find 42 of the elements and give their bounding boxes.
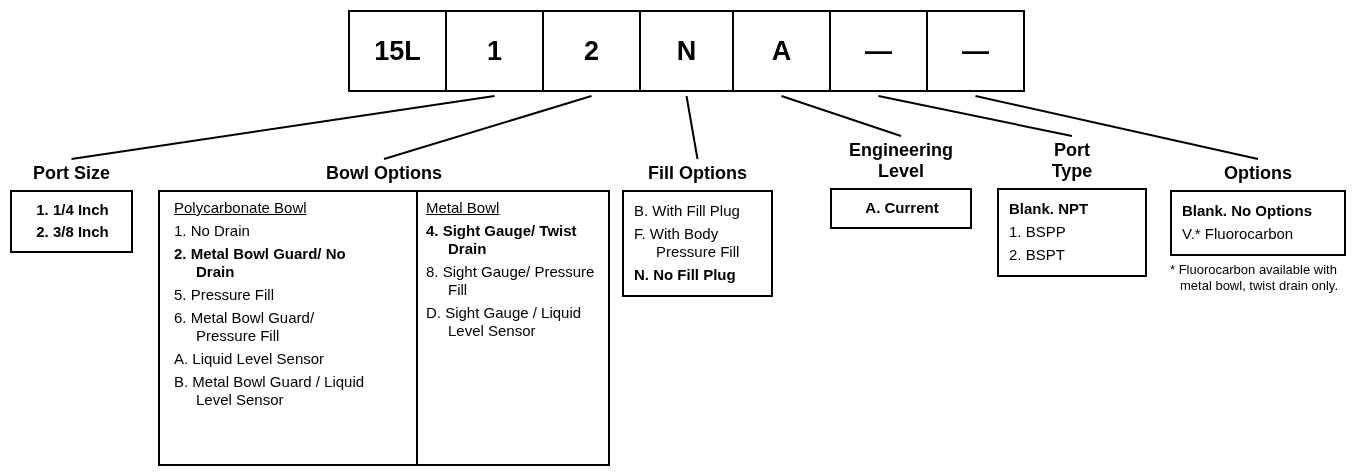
group-heading: Bowl Options: [326, 163, 442, 184]
option-item: 5. Pressure Fill: [174, 286, 275, 304]
leader-line: [383, 95, 593, 160]
option-item: 2. BSPT: [1009, 246, 1066, 264]
leader-line: [974, 95, 1259, 160]
leader-line: [685, 95, 699, 160]
option-item: D. Sight Gauge / Liquid Level Sensor: [426, 304, 583, 340]
option-item: 6. Metal Bowl Guard/ Pressure Fill: [174, 309, 316, 345]
option-item: 4. Sight Gauge/ Twist Drain: [426, 222, 578, 258]
leader-line: [877, 95, 1073, 137]
option-item: N. No Fill Plug: [634, 266, 736, 284]
code-cell: —: [926, 10, 1025, 92]
group-heading: Port Type: [1050, 140, 1094, 182]
group-heading: Engineering Level: [848, 140, 954, 182]
option-item: 8. Sight Gauge/ Pressure Fill: [426, 263, 596, 299]
option-item: A. Current: [865, 199, 939, 217]
option-item: 1. No Drain: [174, 222, 250, 240]
leader-line: [780, 95, 902, 137]
option-item: 2. 3/8 Inch: [36, 223, 109, 241]
code-cell: —: [829, 10, 928, 92]
group-heading: Fill Options: [648, 163, 747, 184]
group-heading: Options: [1224, 163, 1292, 184]
option-item: A. Liquid Level Sensor: [174, 350, 325, 368]
code-cell: N: [639, 10, 734, 92]
option-item: 2. Metal Bowl Guard/ No Drain: [174, 245, 347, 281]
option-item: B. Metal Bowl Guard / Liquid Level Sensor: [174, 373, 366, 409]
column-heading: Metal Bowl: [426, 199, 500, 217]
code-cell: 2: [542, 10, 641, 92]
option-item: B. With Fill Plug: [634, 202, 740, 220]
leader-line: [70, 95, 496, 160]
code-cell: 15L: [348, 10, 447, 92]
option-item: 1. 1/4 Inch: [36, 201, 109, 219]
option-item: Blank. No Options: [1182, 202, 1312, 220]
option-item: V.* Fluorocarbon: [1182, 225, 1294, 243]
column-heading: Polycarbonate Bowl: [174, 199, 307, 217]
option-item: 1. BSPP: [1009, 223, 1067, 241]
footnote: * Fluorocarbon available with metal bowl, twist drain only.: [1170, 262, 1339, 294]
option-item: F. With Body Pressure Fill: [634, 225, 741, 261]
code-cell: 1: [445, 10, 544, 92]
option-item: Blank. NPT: [1009, 200, 1089, 218]
code-cell: A: [732, 10, 831, 92]
group-heading: Port Size: [33, 163, 110, 184]
